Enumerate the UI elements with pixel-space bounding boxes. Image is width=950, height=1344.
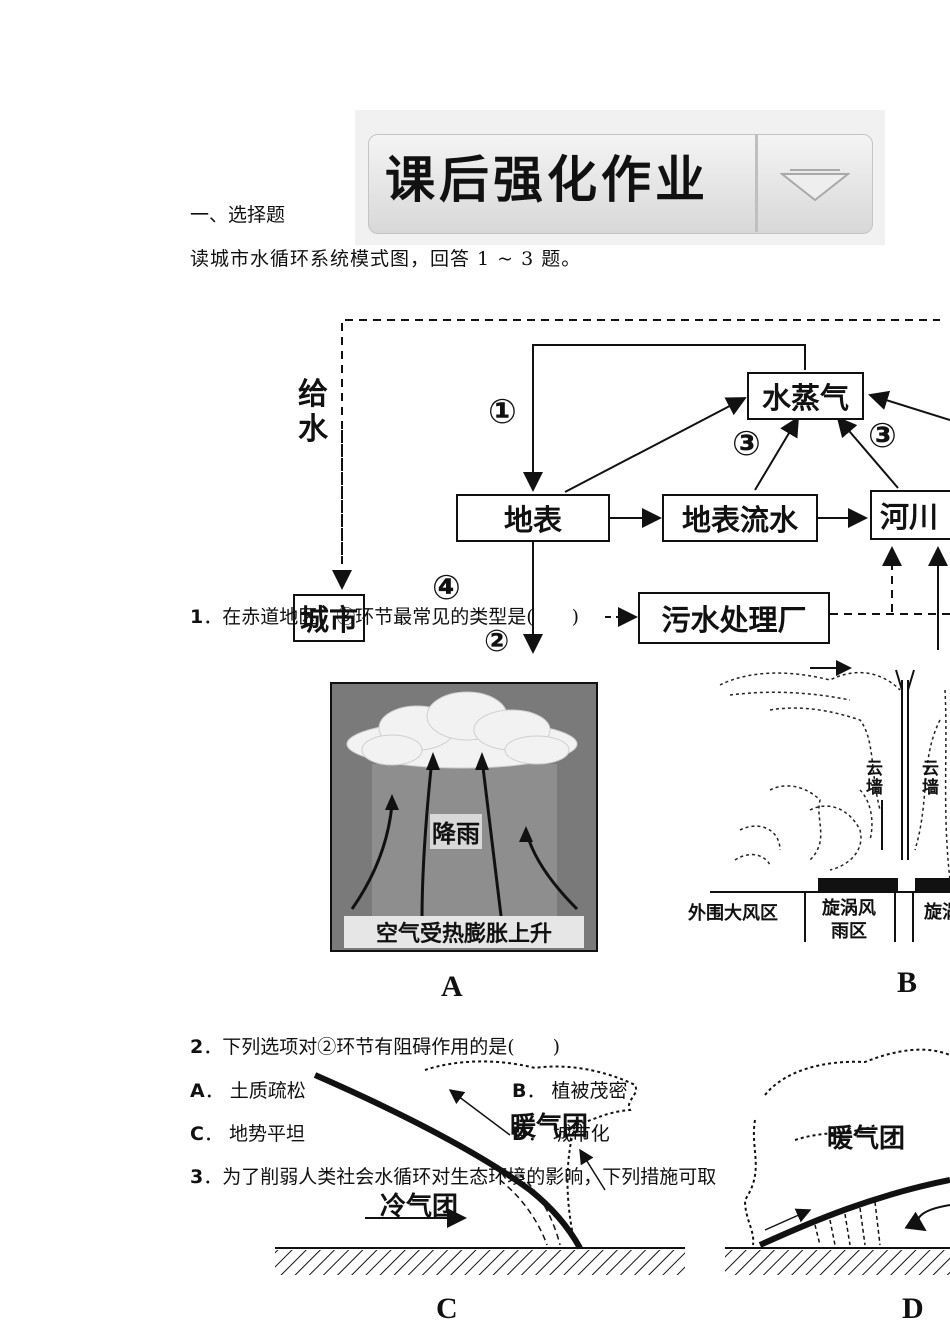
figure-c-warm-label: 暖气团 — [510, 1112, 589, 1142]
intro-text: 读城市水循环系统模式图，回答 1 ~ 3 题。 — [190, 248, 582, 270]
figure-d-warm-label: 暖气团 — [827, 1124, 906, 1154]
node-runoff: 地表流水 — [662, 494, 818, 542]
node-river: 河川 — [870, 490, 950, 540]
figure-b-vortex-label-2: 旋涡 — [924, 902, 950, 923]
option-b-letter: B — [512, 1080, 527, 1102]
question-1: 1．在赤道地区，③环节最常见的类型是( ) — [190, 606, 580, 628]
figure-c-front — [275, 1060, 685, 1275]
option-a: A．土质疏松 — [190, 1080, 306, 1102]
question-2-text: 下列选项对②环节有阻碍作用的是( ) — [222, 1036, 561, 1058]
figure-c-cold-label: 冷气团 — [380, 1192, 459, 1222]
node-city: 城市 — [293, 594, 365, 642]
title-banner: 课后强化作业 — [355, 110, 885, 245]
figure-c-letter: C — [436, 1292, 458, 1325]
question-3-text: 为了削弱人类社会水循环对生态环境的影响，下列措施可取 — [222, 1166, 717, 1188]
figure-b-wall-right: 云墙 — [922, 759, 939, 798]
figure-d-front — [725, 1048, 950, 1275]
option-d-text: 城市化 — [552, 1123, 610, 1145]
marker-4: ④ — [432, 568, 461, 608]
figure-b-outer-label: 外围大风区 — [688, 903, 778, 924]
figure-a-panel: 降雨 空气受热膨胀上升 — [330, 682, 598, 952]
marker-3-right: ③ — [868, 416, 897, 456]
figure-b-letter: B — [897, 966, 918, 999]
node-sewage-plant: 污水处理厂 — [638, 592, 830, 644]
marker-2: ② — [484, 624, 510, 659]
option-d: D．城市化 — [512, 1123, 610, 1145]
banner-title: 课后强化作业 — [385, 151, 709, 209]
option-a-letter: A — [190, 1080, 205, 1102]
option-d-letter: D — [512, 1123, 528, 1145]
option-c-letter: C — [190, 1123, 204, 1145]
banner-divider — [755, 134, 758, 232]
figure-a-letter: A — [441, 970, 463, 1003]
option-c: C．地势平坦 — [190, 1123, 305, 1145]
water-cycle-lines — [332, 319, 950, 654]
question-2: 2．下列选项对②环节有阻碍作用的是( ) — [190, 1036, 561, 1058]
option-c-text: 地势平坦 — [228, 1123, 305, 1145]
figure-a-rain-label: 降雨 — [430, 814, 482, 849]
chevron-down-icon — [779, 168, 851, 208]
question-2-number: 2 — [190, 1036, 204, 1058]
figure-b-vortex-label: 旋涡风雨区 — [822, 898, 876, 942]
water-supply-label: 给水 — [298, 377, 328, 447]
option-b-text: 植被茂密 — [551, 1080, 628, 1102]
figure-b-typhoon — [710, 660, 950, 942]
question-1-number: 1 — [190, 606, 204, 628]
marker-3-left: ③ — [732, 424, 761, 464]
question-3: 3．为了削弱人类社会水循环对生态环境的影响，下列措施可取 — [190, 1166, 717, 1188]
figure-d-letter: D — [902, 1292, 924, 1325]
question-1-text: 在赤道地区，③环节最常见的类型是( ) — [222, 606, 580, 628]
node-vapor: 水蒸气 — [747, 372, 864, 420]
node-surface: 地表 — [456, 494, 610, 542]
figure-b-wall-left: 云墙 — [866, 759, 883, 798]
figure-a-caption: 空气受热膨胀上升 — [344, 916, 584, 948]
option-a-text: 土质疏松 — [229, 1080, 306, 1102]
section-heading: 一、选择题 — [190, 204, 286, 226]
option-b: B．植被茂密 — [512, 1080, 628, 1102]
marker-1: ① — [488, 392, 517, 432]
question-3-number: 3 — [190, 1166, 204, 1188]
